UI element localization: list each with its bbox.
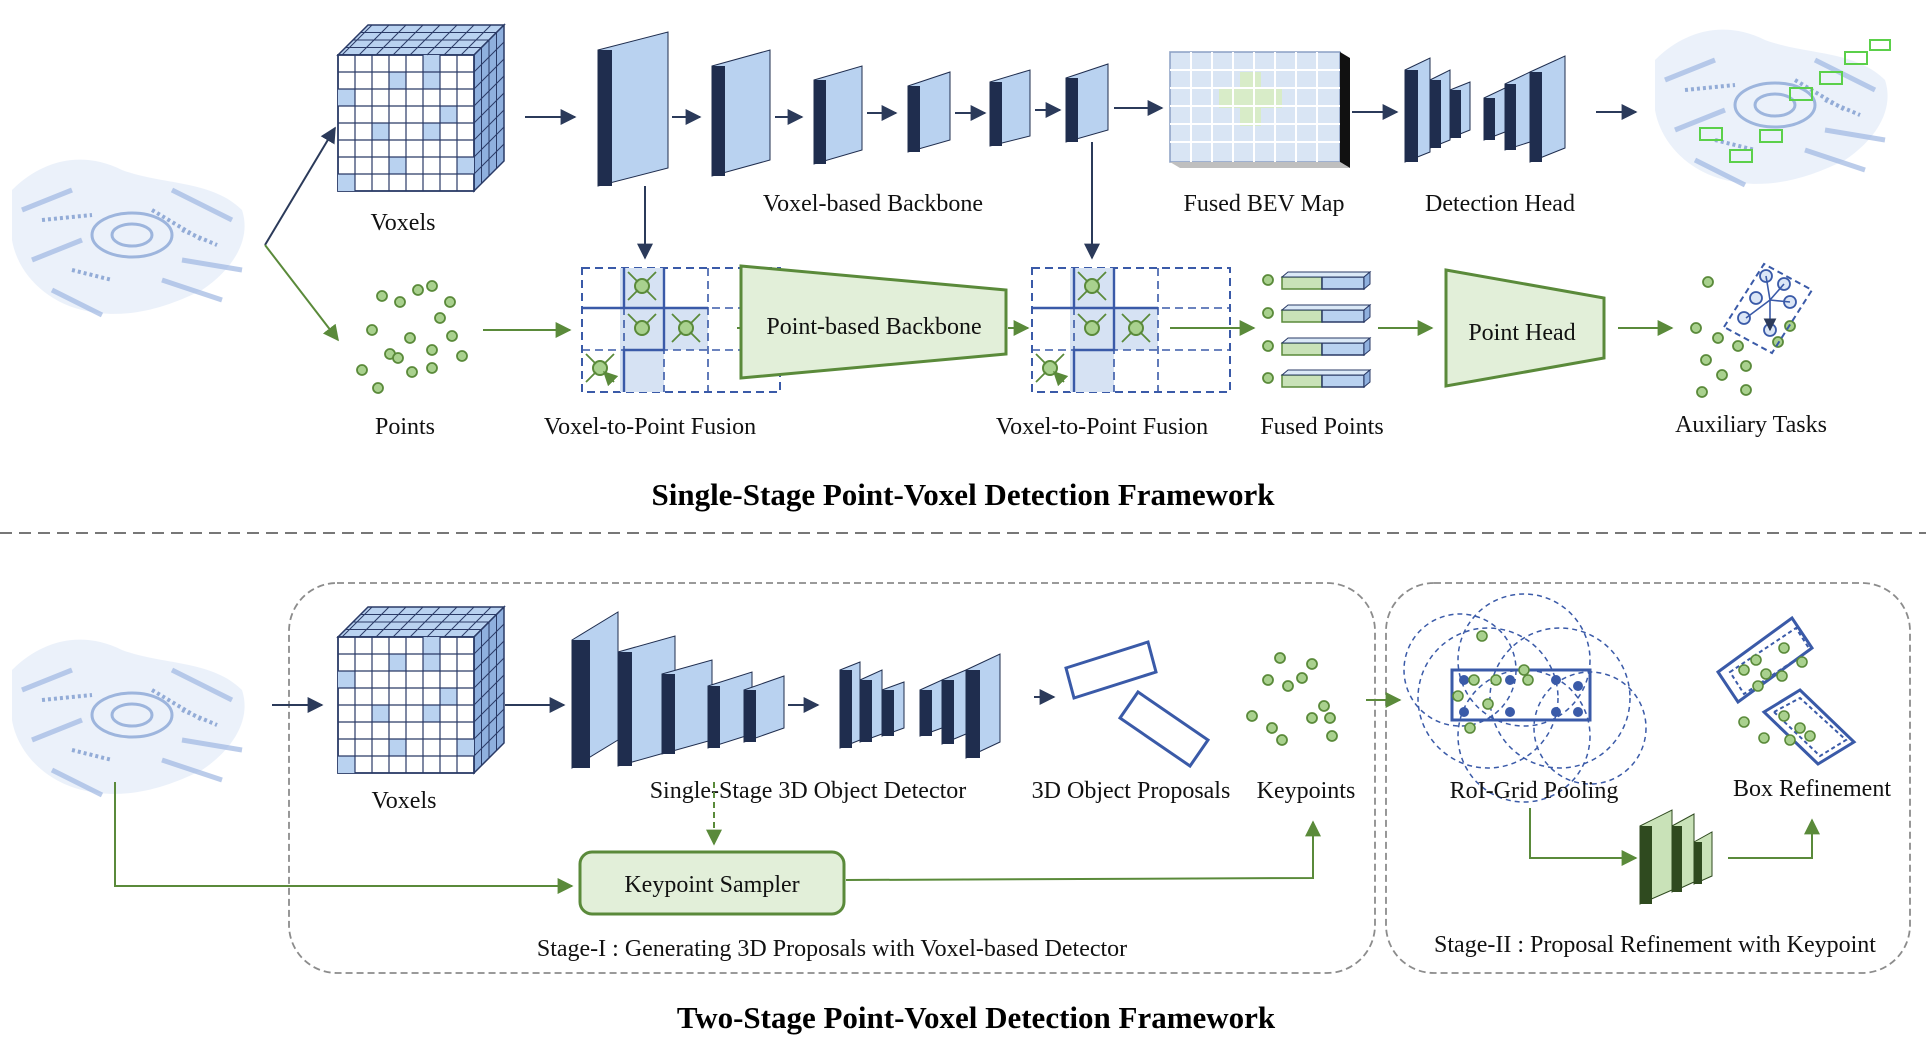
keypoint-sampler-label: Keypoint Sampler bbox=[624, 872, 799, 898]
fused-points-label: Fused Points bbox=[1260, 414, 1383, 440]
refinement-head bbox=[1639, 809, 1713, 905]
points-label: Points bbox=[375, 414, 435, 440]
roi-pooling-label: RoI-Grid Pooling bbox=[1450, 778, 1619, 804]
voxel-backbone-label: Voxel-based Backbone bbox=[763, 191, 983, 217]
single-stage-detector bbox=[571, 611, 1001, 769]
v2p-fusion-label-2: Voxel-to-Point Fusion bbox=[996, 414, 1208, 440]
keypoints-visual bbox=[1246, 652, 1338, 746]
input-points bbox=[356, 280, 468, 394]
box-refinement-label: Box Refinement bbox=[1733, 776, 1891, 802]
auxiliary-tasks-visual bbox=[1690, 262, 1814, 398]
detection-output-scene bbox=[1655, 30, 1891, 185]
roi-grid-pooling-visual bbox=[1403, 593, 1647, 803]
keypoints-label: Keypoints bbox=[1257, 778, 1356, 804]
voxel-backbone bbox=[597, 31, 1109, 187]
lidar-scene-input bbox=[12, 160, 245, 315]
detection-head-label: Detection Head bbox=[1425, 191, 1575, 217]
stage1-label: Stage-I : Generating 3D Proposals with V… bbox=[537, 936, 1127, 962]
stage1-frame bbox=[288, 582, 1376, 974]
voxels-label: Voxels bbox=[371, 210, 436, 236]
auxiliary-tasks-label: Auxiliary Tasks bbox=[1675, 412, 1827, 438]
voxel-cube bbox=[337, 24, 505, 192]
top-title: Single-Stage Point-Voxel Detection Frame… bbox=[651, 477, 1275, 512]
v2p-fusion-label-1: Voxel-to-Point Fusion bbox=[544, 414, 756, 440]
ss-detector-label: Single-Stage 3D Object Detector bbox=[650, 778, 967, 804]
fused-points bbox=[1262, 271, 1371, 388]
stage2-frame bbox=[1385, 582, 1911, 974]
point-backbone-label: Point-based Backbone bbox=[766, 314, 981, 340]
3d-proposals-visual bbox=[1064, 640, 1211, 769]
fused-bev-label: Fused BEV Map bbox=[1184, 191, 1345, 217]
top-section: Voxels Voxel-based Backbone bbox=[12, 24, 1891, 512]
detection-head bbox=[1404, 55, 1566, 163]
bottom-title: Two-Stage Point-Voxel Detection Framewor… bbox=[677, 1000, 1276, 1035]
stage2-label: Stage-II : Proposal Refinement with Keyp… bbox=[1434, 932, 1876, 958]
box-refinement-visual bbox=[1715, 615, 1857, 766]
fused-bev-map bbox=[1169, 51, 1350, 168]
point-head-label: Point Head bbox=[1468, 320, 1575, 346]
voxels-label-2: Voxels bbox=[372, 788, 437, 814]
point-based-backbone[interactable]: Point-based Backbone bbox=[739, 264, 1008, 380]
keypoint-sampler[interactable]: Keypoint Sampler bbox=[578, 850, 846, 916]
bottom-section: Voxels Single-Stage bbox=[12, 582, 1911, 1035]
point-head[interactable]: Point Head bbox=[1444, 268, 1606, 388]
lidar-scene-input-2 bbox=[12, 640, 245, 795]
proposals-label: 3D Object Proposals bbox=[1032, 778, 1231, 804]
voxel-to-point-fusion-2 bbox=[1032, 268, 1230, 392]
voxel-cube-2 bbox=[337, 606, 505, 774]
